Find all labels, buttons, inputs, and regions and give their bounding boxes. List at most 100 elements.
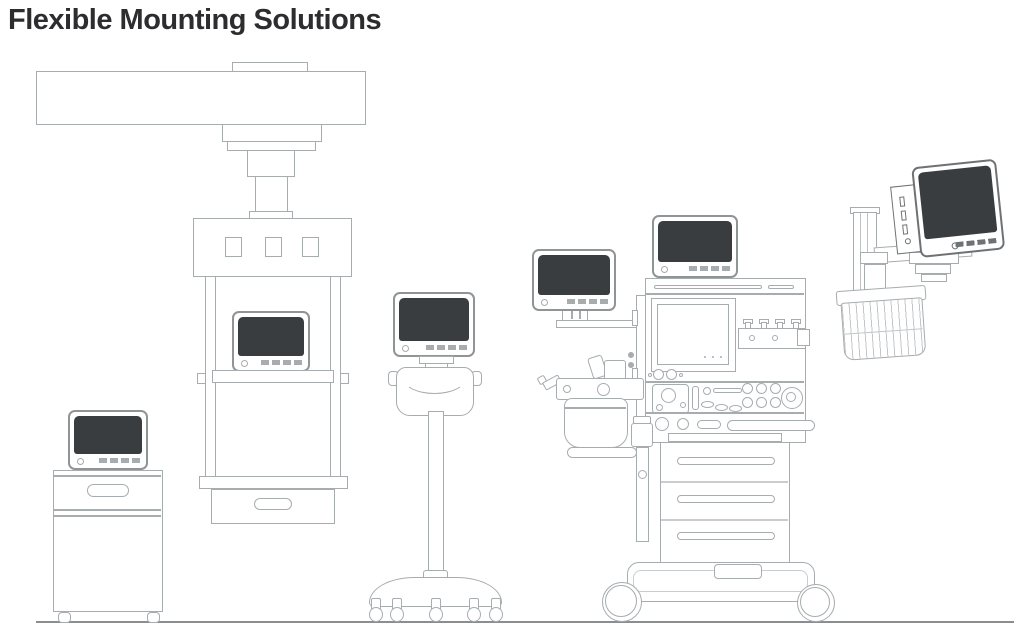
lower-dial <box>655 417 669 431</box>
arm-joint <box>864 264 886 290</box>
pendant-outlet <box>265 237 282 257</box>
display-knob <box>653 369 664 380</box>
monitor-buttons <box>426 345 467 350</box>
mount-bracket <box>562 310 588 321</box>
top-handle <box>768 285 794 289</box>
panel-divider <box>646 381 804 383</box>
control-pad <box>652 384 689 414</box>
module-slot <box>902 224 909 235</box>
small-button <box>656 404 663 411</box>
small-button <box>680 402 686 408</box>
flow-control <box>701 401 714 408</box>
monitor-knob <box>661 266 668 273</box>
display-dot <box>712 356 714 358</box>
wheel-hub <box>605 585 637 617</box>
module-slot <box>899 196 906 207</box>
page-title: Flexible Mounting Solutions <box>8 4 382 36</box>
boom-beam <box>36 71 366 125</box>
monitor-knob <box>541 299 548 306</box>
lower-slot <box>697 420 721 429</box>
work-tray <box>727 420 815 431</box>
basket-band <box>843 328 923 335</box>
rail-dot <box>628 362 634 368</box>
wall-basket <box>835 284 931 361</box>
top-divider <box>646 293 804 295</box>
rail-bolt <box>749 335 755 341</box>
pendant-crossbar <box>199 476 348 489</box>
monitor-buttons <box>567 299 608 304</box>
channel-line <box>860 213 861 356</box>
pendant-shelf <box>212 370 334 383</box>
flow-bar <box>713 388 742 393</box>
machine-display-screen <box>657 304 729 365</box>
drawer-divider <box>661 519 788 521</box>
panel-button <box>770 383 781 394</box>
monitor-knob <box>77 458 84 465</box>
panel-button <box>756 383 767 394</box>
patient-monitor <box>68 410 148 470</box>
monitor-mount-plate <box>921 274 947 282</box>
small-knob <box>703 387 711 395</box>
cart-drawer-divider <box>54 515 161 517</box>
patient-monitor <box>911 158 1006 259</box>
main-control-knob <box>781 387 803 409</box>
column-knob <box>638 470 647 479</box>
basket-rim-curve <box>402 360 467 394</box>
knob-center <box>786 392 796 402</box>
manifold-port <box>563 385 571 393</box>
monitor-buttons <box>261 360 302 365</box>
drawer-handle <box>254 498 292 510</box>
drawer-handle <box>677 495 775 503</box>
worktop-edge <box>668 433 782 442</box>
floor-line <box>36 621 1014 623</box>
monitor-knob <box>402 345 409 352</box>
display-dot <box>720 356 722 358</box>
machine-wheel <box>602 582 642 622</box>
caster-wheel <box>466 598 481 622</box>
canister-foot <box>567 447 637 458</box>
caster-wheel <box>488 598 503 622</box>
display-dot <box>704 356 706 358</box>
pendant-shaft-upper <box>247 150 295 177</box>
panel-divider <box>646 412 804 414</box>
cart-wheel <box>147 612 160 623</box>
bellows-top <box>604 360 626 380</box>
caster-wheel <box>428 598 443 622</box>
canister-line <box>565 407 626 409</box>
gas-valve <box>743 319 753 331</box>
panel-button <box>756 397 767 408</box>
patient-monitor <box>652 215 738 278</box>
display-knob <box>666 369 677 380</box>
small-button <box>679 373 683 377</box>
control-knob <box>661 388 676 403</box>
machine-display-frame <box>651 298 736 372</box>
wall-monitor-assembly <box>888 158 1006 266</box>
pendant-head <box>193 218 352 277</box>
pendant-outlet <box>302 237 319 257</box>
panel-button <box>742 397 753 408</box>
rail-dot <box>628 352 634 358</box>
monitor-screen <box>74 416 142 454</box>
drawer-divider <box>661 481 788 483</box>
absorber-canister <box>564 398 628 448</box>
cart-top-edge <box>54 475 161 477</box>
shelf-knob <box>197 373 206 384</box>
monitor-mount-plate <box>915 264 951 274</box>
caster-wheel <box>368 598 383 622</box>
breathing-manifold <box>556 378 644 400</box>
side-tab <box>797 329 810 346</box>
monitor-screen <box>399 298 469 341</box>
gas-rail-shelf <box>738 328 806 349</box>
monitor-screen <box>238 317 304 356</box>
patient-monitor <box>532 249 616 311</box>
stand-pole <box>428 411 444 579</box>
monitor-knob <box>241 360 248 367</box>
module-dot <box>904 237 912 245</box>
shelf-knob <box>340 373 349 384</box>
rail-bolt <box>772 335 778 341</box>
wheel-hub <box>800 587 830 617</box>
cart-body <box>53 470 163 612</box>
cart-wheel <box>58 612 71 623</box>
base-pedal <box>714 564 762 579</box>
